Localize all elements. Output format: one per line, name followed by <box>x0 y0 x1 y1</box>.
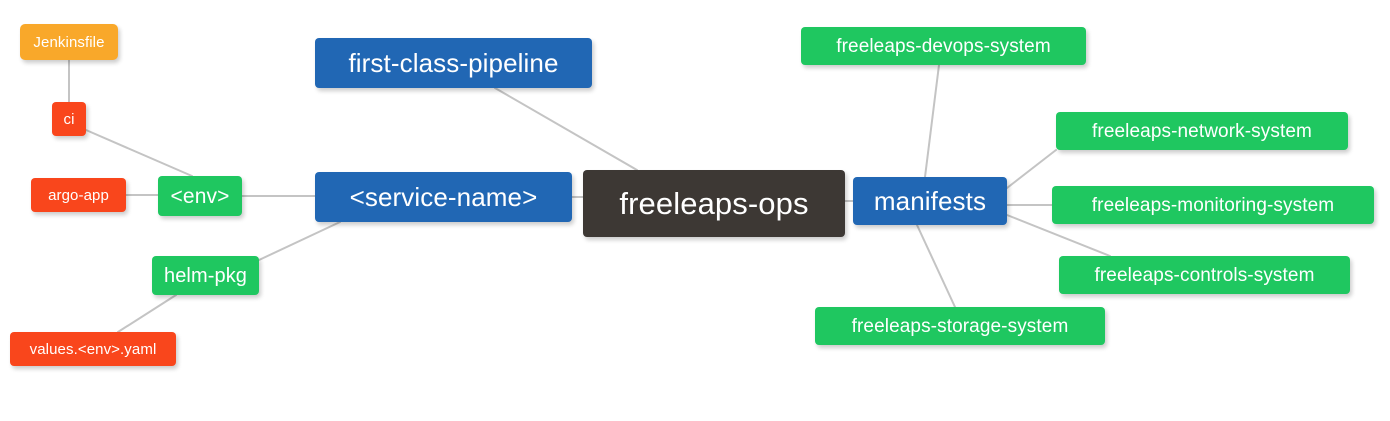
node-freeleaps-storage-system[interactable]: freeleaps-storage-system <box>815 307 1105 345</box>
edge-ci-to-env <box>85 129 193 177</box>
node-label-manifests: manifests <box>873 186 987 216</box>
edge-manifests-to-freeleaps-storage-system <box>916 224 956 308</box>
node-freeleaps-monitoring-system[interactable]: freeleaps-monitoring-system <box>1052 186 1374 224</box>
node-ci[interactable]: ci <box>52 102 86 136</box>
node-label-freeleaps-network-system: freeleaps-network-system <box>1092 120 1312 142</box>
node-freeleaps-ops[interactable]: freeleaps-ops <box>583 170 845 237</box>
node-label-freeleaps-controls-system: freeleaps-controls-system <box>1094 264 1315 286</box>
node-label-freeleaps-storage-system: freeleaps-storage-system <box>851 315 1069 337</box>
edge-service-name-to-helm-pkg <box>258 221 341 261</box>
edge-manifests-to-freeleaps-network-system <box>1006 149 1057 189</box>
node-service-name[interactable]: <service-name> <box>315 172 572 222</box>
node-manifests[interactable]: manifests <box>853 177 1007 225</box>
node-jenkinsfile[interactable]: Jenkinsfile <box>20 24 118 60</box>
node-freeleaps-network-system[interactable]: freeleaps-network-system <box>1056 112 1348 150</box>
edge-first-class-pipeline-to-freeleaps-ops <box>494 87 638 171</box>
node-values-yaml[interactable]: values.<env>.yaml <box>10 332 176 366</box>
node-first-class-pipeline[interactable]: first-class-pipeline <box>315 38 592 88</box>
edge-helm-pkg-to-values-yaml <box>117 294 177 333</box>
node-freeleaps-devops-system[interactable]: freeleaps-devops-system <box>801 27 1086 65</box>
node-label-first-class-pipeline: first-class-pipeline <box>348 48 559 78</box>
node-label-freeleaps-ops: freeleaps-ops <box>619 186 809 221</box>
node-label-helm-pkg: helm-pkg <box>163 264 248 287</box>
node-helm-pkg[interactable]: helm-pkg <box>152 256 259 295</box>
node-env[interactable]: <env> <box>158 176 242 216</box>
node-label-service-name: <service-name> <box>349 182 538 212</box>
edge-manifests-to-freeleaps-devops-system <box>924 64 940 178</box>
node-label-ci: ci <box>63 110 75 128</box>
node-label-jenkinsfile: Jenkinsfile <box>33 33 105 51</box>
node-argo-app[interactable]: argo-app <box>31 178 126 212</box>
node-freeleaps-controls-system[interactable]: freeleaps-controls-system <box>1059 256 1350 294</box>
node-label-env: <env> <box>170 184 230 208</box>
node-label-values-yaml: values.<env>.yaml <box>29 340 157 358</box>
node-label-argo-app: argo-app <box>48 186 109 204</box>
node-label-freeleaps-monitoring-system: freeleaps-monitoring-system <box>1091 194 1335 216</box>
node-label-freeleaps-devops-system: freeleaps-devops-system <box>836 35 1051 57</box>
